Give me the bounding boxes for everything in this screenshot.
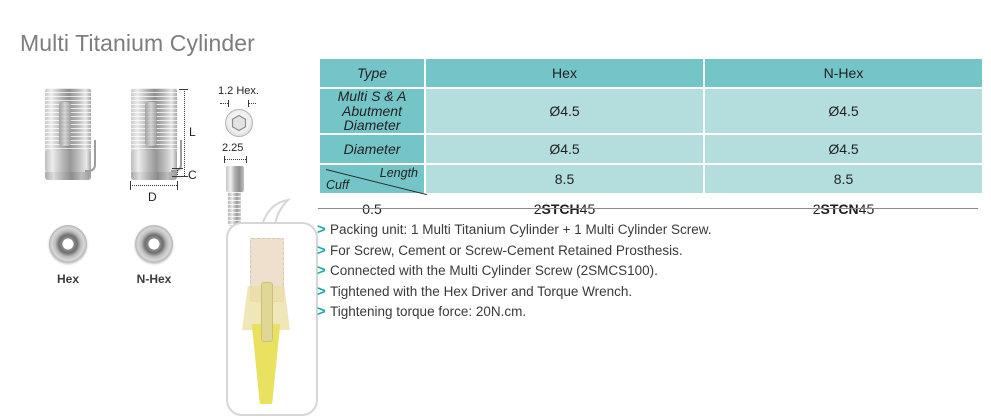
multi-cylinder-screw-figure bbox=[226, 166, 244, 226]
cell-product-code-hex: 2STCH45 bbox=[426, 195, 703, 223]
screw-size-right-tick bbox=[246, 156, 247, 163]
page-title: Multi Titanium Cylinder bbox=[20, 30, 255, 56]
arrow-bullet-icon: > bbox=[317, 221, 326, 238]
cylinder-hook-wire bbox=[85, 140, 96, 172]
row-label-abutment-diameter: Multi S & A Abutment Diameter bbox=[320, 88, 424, 134]
list-item: > Connected with the Multi Cylinder Scre… bbox=[317, 261, 957, 282]
diameter-dimension-label: D bbox=[148, 190, 157, 204]
arrow-bullet-icon: > bbox=[317, 241, 326, 259]
product-figures: L C D Hex N-Hex 1.2 Hex. 2.25 bbox=[0, 80, 315, 310]
screw-shaft bbox=[228, 192, 241, 226]
code-bold: STCH bbox=[541, 201, 580, 218]
table-bottom-rule bbox=[318, 208, 978, 209]
arrow-bullet-icon: > bbox=[317, 282, 326, 300]
list-item: > Tightening torque force: 20N.cm. bbox=[317, 302, 957, 323]
row-label-cuff: Cuff bbox=[326, 178, 349, 193]
specification-table: Type Hex N-Hex Multi S & A Abutment Diam… bbox=[318, 57, 984, 225]
table-header-row: Type Hex N-Hex bbox=[320, 59, 982, 87]
list-item: > Packing unit: 1 Multi Titanium Cylinde… bbox=[317, 220, 957, 241]
table-code-row: 0.5 2STCH45 2STCN45 bbox=[320, 195, 982, 223]
list-item: > Tightened with the Hex Driver and Torq… bbox=[317, 282, 957, 303]
cylinder-top-view-nhex-icon bbox=[135, 225, 173, 263]
list-item: > For Screw, Cement or Screw-Cement Reta… bbox=[317, 241, 957, 262]
notes-list: > Packing unit: 1 Multi Titanium Cylinde… bbox=[317, 220, 957, 323]
code-suffix: 45 bbox=[858, 201, 875, 218]
cylinder-collar bbox=[45, 150, 91, 172]
cylinder-collar bbox=[131, 150, 177, 172]
hex-size-line-right bbox=[248, 103, 256, 104]
table-row: Multi S & A Abutment Diameter Ø4.5 Ø4.5 bbox=[320, 88, 982, 134]
table-header-hex: Hex bbox=[426, 59, 703, 87]
screw-head bbox=[226, 166, 244, 192]
cell-diameter-nhex: Ø4.5 bbox=[705, 135, 982, 164]
screw-shape bbox=[261, 282, 273, 342]
row-label-diameter: Diameter bbox=[320, 135, 424, 164]
table-header-nhex: N-Hex bbox=[705, 59, 982, 87]
screw-size-line bbox=[224, 159, 246, 160]
code-bold: STCN bbox=[820, 201, 859, 218]
code-prefix: 2 bbox=[812, 201, 821, 218]
cell-length-nhex: 8.5 bbox=[705, 165, 982, 194]
table-row: Diameter Ø4.5 Ø4.5 bbox=[320, 135, 982, 164]
length-dimension-line bbox=[184, 89, 185, 176]
cylinder-base bbox=[45, 172, 91, 180]
cell-product-code-nhex: 2STCN45 bbox=[705, 195, 982, 223]
table-row: Length Cuff 8.5 8.5 bbox=[320, 165, 982, 194]
cylinder-top-view-hex-icon bbox=[49, 225, 87, 263]
row-label-length-cuff: Length Cuff bbox=[320, 165, 424, 194]
note-text: Packing unit: 1 Multi Titanium Cylinder … bbox=[330, 222, 712, 237]
topview-label-hex: Hex bbox=[56, 272, 79, 286]
cylinder-base bbox=[131, 172, 177, 180]
note-text: For Screw, Cement or Screw-Cement Retain… bbox=[330, 242, 683, 258]
callout-tail bbox=[260, 198, 291, 227]
hex-size-line-left bbox=[220, 103, 228, 104]
hexagon-icon bbox=[231, 114, 247, 132]
code-prefix: 2 bbox=[533, 201, 542, 218]
cylinder-side-view-hex bbox=[45, 88, 96, 180]
topview-label-nhex: N-Hex bbox=[136, 272, 172, 286]
row-label-line-1: Multi S & A bbox=[337, 88, 407, 104]
cylinder-hook-wire bbox=[171, 140, 182, 172]
cell-abutment-diameter-hex: Ø4.5 bbox=[426, 89, 703, 134]
implant-cross-section-illustration bbox=[226, 222, 318, 416]
note-text: Tightened with the Hex Driver and Torque… bbox=[330, 283, 633, 299]
cylinder-groove bbox=[145, 102, 157, 146]
note-text: Connected with the Multi Cylinder Screw … bbox=[330, 263, 658, 278]
hex-size-label: 1.2 Hex. bbox=[218, 85, 259, 97]
diameter-dimension-right-tick bbox=[177, 181, 178, 190]
cell-cuff-value: 0.5 bbox=[362, 201, 382, 218]
cell-diameter-hex: Ø4.5 bbox=[426, 135, 703, 164]
row-label-line-2: Abutment Diameter bbox=[342, 102, 402, 134]
cuff-dimension-bottom-tick bbox=[172, 176, 183, 177]
hex-size-left-tick bbox=[228, 100, 229, 107]
table-header-type: Type bbox=[320, 59, 424, 87]
cylinder-side-view-nhex bbox=[131, 88, 182, 180]
cell-abutment-diameter-nhex: Ø4.5 bbox=[705, 89, 982, 134]
cell-length-hex: 8.5 bbox=[426, 165, 703, 194]
diameter-dimension-line bbox=[130, 185, 177, 186]
hex-socket-top-view-icon bbox=[225, 109, 253, 137]
length-dimension-label: L bbox=[189, 125, 196, 139]
arrow-bullet-icon: > bbox=[317, 262, 326, 279]
length-dimension-top-tick bbox=[179, 89, 188, 90]
arrow-bullet-icon: > bbox=[317, 303, 326, 320]
code-suffix: 45 bbox=[579, 201, 596, 218]
cuff-dimension-line bbox=[177, 168, 178, 177]
cylinder-groove bbox=[59, 102, 71, 146]
note-text: Tightening torque force: 20N.cm. bbox=[330, 304, 527, 319]
length-dimension-bottom-tick bbox=[179, 176, 188, 177]
row-label-length: Length bbox=[379, 166, 418, 181]
screw-size-label: 2.25 bbox=[222, 142, 244, 154]
cuff-dimension-label: C bbox=[188, 168, 197, 182]
